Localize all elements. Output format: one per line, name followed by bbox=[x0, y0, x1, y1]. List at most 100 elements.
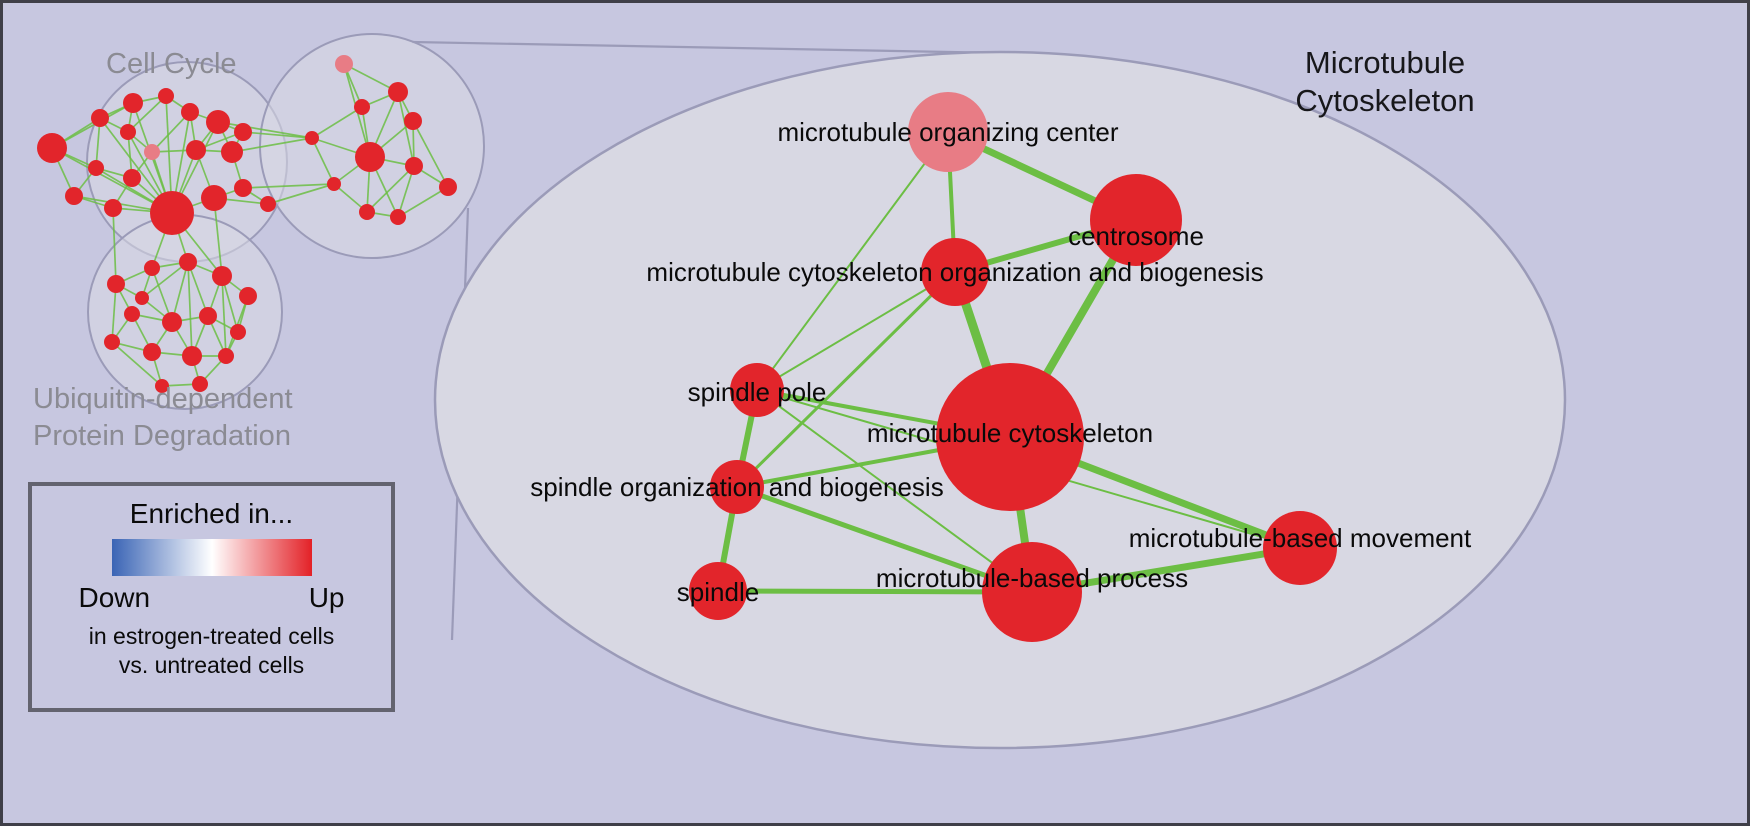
node-label-spindle_pole: spindle pole bbox=[688, 377, 827, 407]
legend-gradient-bar bbox=[111, 539, 312, 576]
mini-edge bbox=[127, 95, 167, 133]
mini-edge bbox=[221, 275, 227, 357]
legend-up-label: Up bbox=[308, 582, 345, 613]
mini-node bbox=[305, 131, 319, 145]
mini-node bbox=[104, 334, 120, 350]
mini-cross-edge bbox=[112, 207, 117, 285]
mini-node bbox=[201, 185, 227, 211]
mini-node bbox=[120, 124, 136, 140]
mini-edge bbox=[111, 341, 163, 387]
node-label-mtbm: microtubule-based movement bbox=[1129, 523, 1472, 553]
microtubule-label-line1: Microtubule bbox=[1304, 45, 1466, 80]
mini-node bbox=[354, 99, 370, 115]
mini-node bbox=[162, 312, 182, 332]
mini-node bbox=[104, 199, 122, 217]
cell-cycle-label: Cell Cycle bbox=[106, 48, 237, 80]
microtubule-label-line2: Cytoskeleton bbox=[1295, 83, 1475, 118]
network-node-spindle_pole bbox=[730, 363, 784, 417]
mini-edge bbox=[187, 261, 209, 317]
mini-edge bbox=[51, 102, 134, 149]
network-edge-moc-spindle_pole bbox=[756, 131, 949, 391]
mini-node bbox=[327, 177, 341, 191]
mini-node bbox=[388, 82, 408, 102]
network-node-centrosome bbox=[1090, 174, 1182, 266]
network-edge-mco-spindle_pole bbox=[756, 271, 956, 391]
mini-node bbox=[239, 287, 257, 305]
mini-node bbox=[179, 253, 197, 271]
mini-node bbox=[155, 379, 169, 393]
node-label-spindle: spindle bbox=[677, 577, 759, 607]
ubiquitin-label-line1: Ubiquitin-dependent bbox=[33, 383, 293, 415]
mini-node bbox=[37, 133, 67, 163]
mini-node bbox=[359, 204, 375, 220]
mini-node bbox=[144, 144, 160, 160]
mini-edge bbox=[111, 283, 117, 343]
mini-node bbox=[355, 142, 385, 172]
legend-down-label: Down bbox=[78, 582, 151, 613]
mini-node bbox=[65, 187, 83, 205]
mini-node bbox=[234, 179, 252, 197]
network-edge-mco-spindle_org bbox=[735, 270, 957, 489]
mini-node bbox=[230, 324, 246, 340]
mini-node bbox=[88, 160, 104, 176]
mini-node bbox=[124, 306, 140, 322]
network-edge-spindle_org-mtbp bbox=[734, 484, 1035, 595]
network-edge-spindle-mtbp bbox=[715, 588, 1035, 595]
mini-edge bbox=[366, 165, 415, 213]
zoom-cone-line bbox=[411, 40, 1006, 55]
mini-node bbox=[218, 348, 234, 364]
cluster-circle bbox=[87, 214, 283, 410]
legend-subtitle-line2: vs. untreated cells bbox=[118, 652, 305, 678]
mini-node bbox=[123, 93, 143, 113]
network-node-mco bbox=[921, 238, 989, 306]
legend-subtitle: in estrogen-treated cells vs. untreated … bbox=[89, 622, 334, 680]
network-node-spindle_org bbox=[710, 460, 764, 514]
legend-title: Enriched in... bbox=[129, 498, 294, 529]
mini-node bbox=[144, 260, 160, 276]
mini-node bbox=[135, 291, 149, 305]
mini-cross-edge bbox=[217, 121, 313, 139]
node-label-centrosome: centrosome bbox=[1068, 221, 1204, 251]
mini-edge bbox=[141, 261, 189, 299]
mini-node bbox=[192, 376, 208, 392]
mini-node bbox=[260, 196, 276, 212]
mini-edge bbox=[311, 106, 363, 139]
mini-node bbox=[91, 109, 109, 127]
mini-node bbox=[181, 103, 199, 121]
mini-cross-edge bbox=[242, 131, 313, 139]
network-node-mtbp bbox=[982, 542, 1082, 642]
network-node-mtbm bbox=[1263, 511, 1337, 585]
mini-edge bbox=[311, 137, 335, 185]
mini-node bbox=[405, 157, 423, 175]
mini-edge bbox=[171, 261, 189, 323]
mini-node bbox=[150, 191, 194, 235]
mini-node bbox=[182, 346, 202, 366]
mini-edge bbox=[343, 63, 399, 93]
mini-edge bbox=[412, 120, 449, 188]
node-label-mtc: microtubule cytoskeleton bbox=[867, 418, 1153, 448]
mini-node bbox=[186, 140, 206, 160]
mini-node bbox=[335, 55, 353, 73]
network-edge-spindle_pole-mtbp bbox=[756, 389, 1033, 593]
microtubule-cytoskeleton-label: Microtubule Cytoskeleton bbox=[1285, 44, 1485, 120]
node-label-mco: microtubule cytoskeleton organization an… bbox=[646, 257, 1263, 287]
mini-node bbox=[199, 307, 217, 325]
mini-edge bbox=[397, 91, 415, 167]
mini-cross-edge bbox=[267, 183, 335, 205]
network-node-mtc bbox=[936, 363, 1084, 511]
mini-node bbox=[390, 209, 406, 225]
node-label-moc: microtubule organizing center bbox=[777, 117, 1118, 147]
mini-node bbox=[143, 343, 161, 361]
network-node-moc bbox=[908, 92, 988, 172]
mini-node bbox=[221, 141, 243, 163]
mini-node bbox=[107, 275, 125, 293]
mini-node bbox=[206, 110, 230, 134]
ubiquitin-label: Ubiquitin-dependent Protein Degradation bbox=[33, 381, 293, 455]
mini-node bbox=[158, 88, 174, 104]
mini-node bbox=[439, 178, 457, 196]
node-label-spindle_org: spindle organization and biogenesis bbox=[530, 472, 943, 502]
legend: Enriched in... Down Up in estrogen-treat… bbox=[28, 482, 395, 712]
ubiquitin-label-line2: Protein Degradation bbox=[33, 420, 291, 452]
